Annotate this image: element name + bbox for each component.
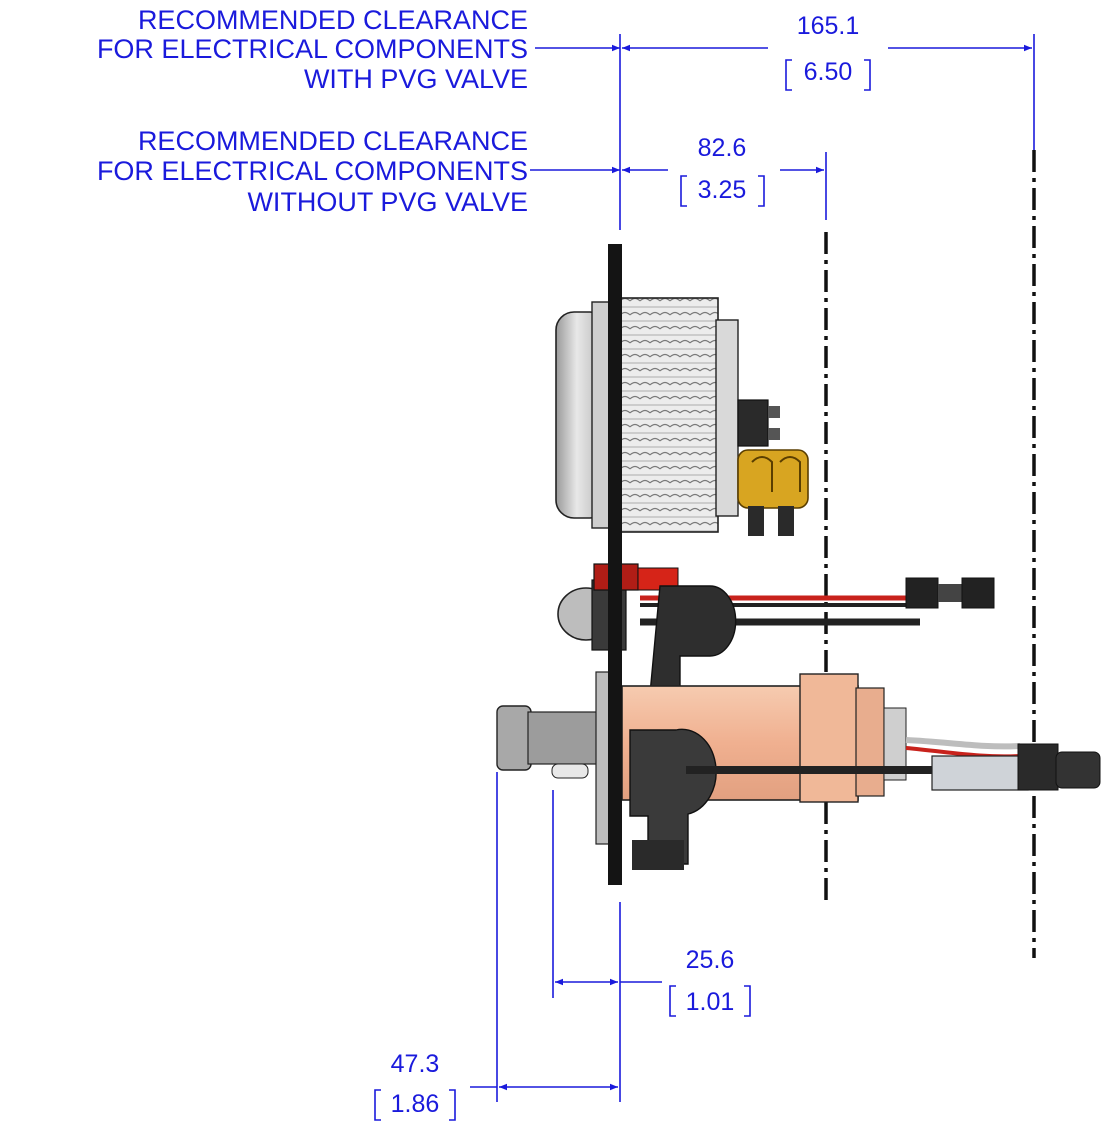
dim-front-short-mm: 25.6 <box>686 946 735 974</box>
dim-with-pvg-inch: 6.50 <box>804 58 853 86</box>
hub-assembly <box>557 563 995 695</box>
bracket-front-short <box>669 985 751 1017</box>
dim-front-short-inch: 1.01 <box>686 988 735 1016</box>
dimension-without-pvg: 82.6 3.25 RECOMMENDED CLEARANCE FOR ELEC… <box>97 126 827 220</box>
dimension-with-pvg: 165.1 6.50 RECOMMENDED CLEARANCE FOR ELE… <box>97 5 1035 230</box>
dim-with-pvg-mm: 165.1 <box>797 12 860 40</box>
mounting-plate <box>608 244 622 885</box>
note-with-pvg-line2: FOR ELECTRICAL COMPONENTS <box>97 34 528 64</box>
note-without-pvg-line1: RECOMMENDED CLEARANCE <box>138 126 528 156</box>
bracket-without-pvg <box>680 175 765 207</box>
note-with-pvg-line3: WITH PVG VALVE <box>304 64 528 94</box>
component-assembly <box>496 150 1101 958</box>
dim-without-pvg-mm: 82.6 <box>698 134 747 162</box>
bracket-with-pvg <box>785 59 871 91</box>
dim-without-pvg-inch: 3.25 <box>698 176 747 204</box>
bracket-front-long <box>374 1089 456 1121</box>
note-without-pvg-line3: WITHOUT PVG VALVE <box>247 187 528 217</box>
dim-front-long-inch: 1.86 <box>391 1090 440 1118</box>
note-with-pvg-line1: RECOMMENDED CLEARANCE <box>138 5 528 35</box>
dimension-front-long: 47.3 1.86 <box>374 772 618 1121</box>
valve-body <box>496 671 1101 870</box>
dim-front-long-mm: 47.3 <box>391 1050 440 1078</box>
dimension-front-short: 25.6 1.01 <box>552 790 751 1102</box>
note-without-pvg-line2: FOR ELECTRICAL COMPONENTS <box>97 156 528 186</box>
drum-housing <box>555 297 809 536</box>
